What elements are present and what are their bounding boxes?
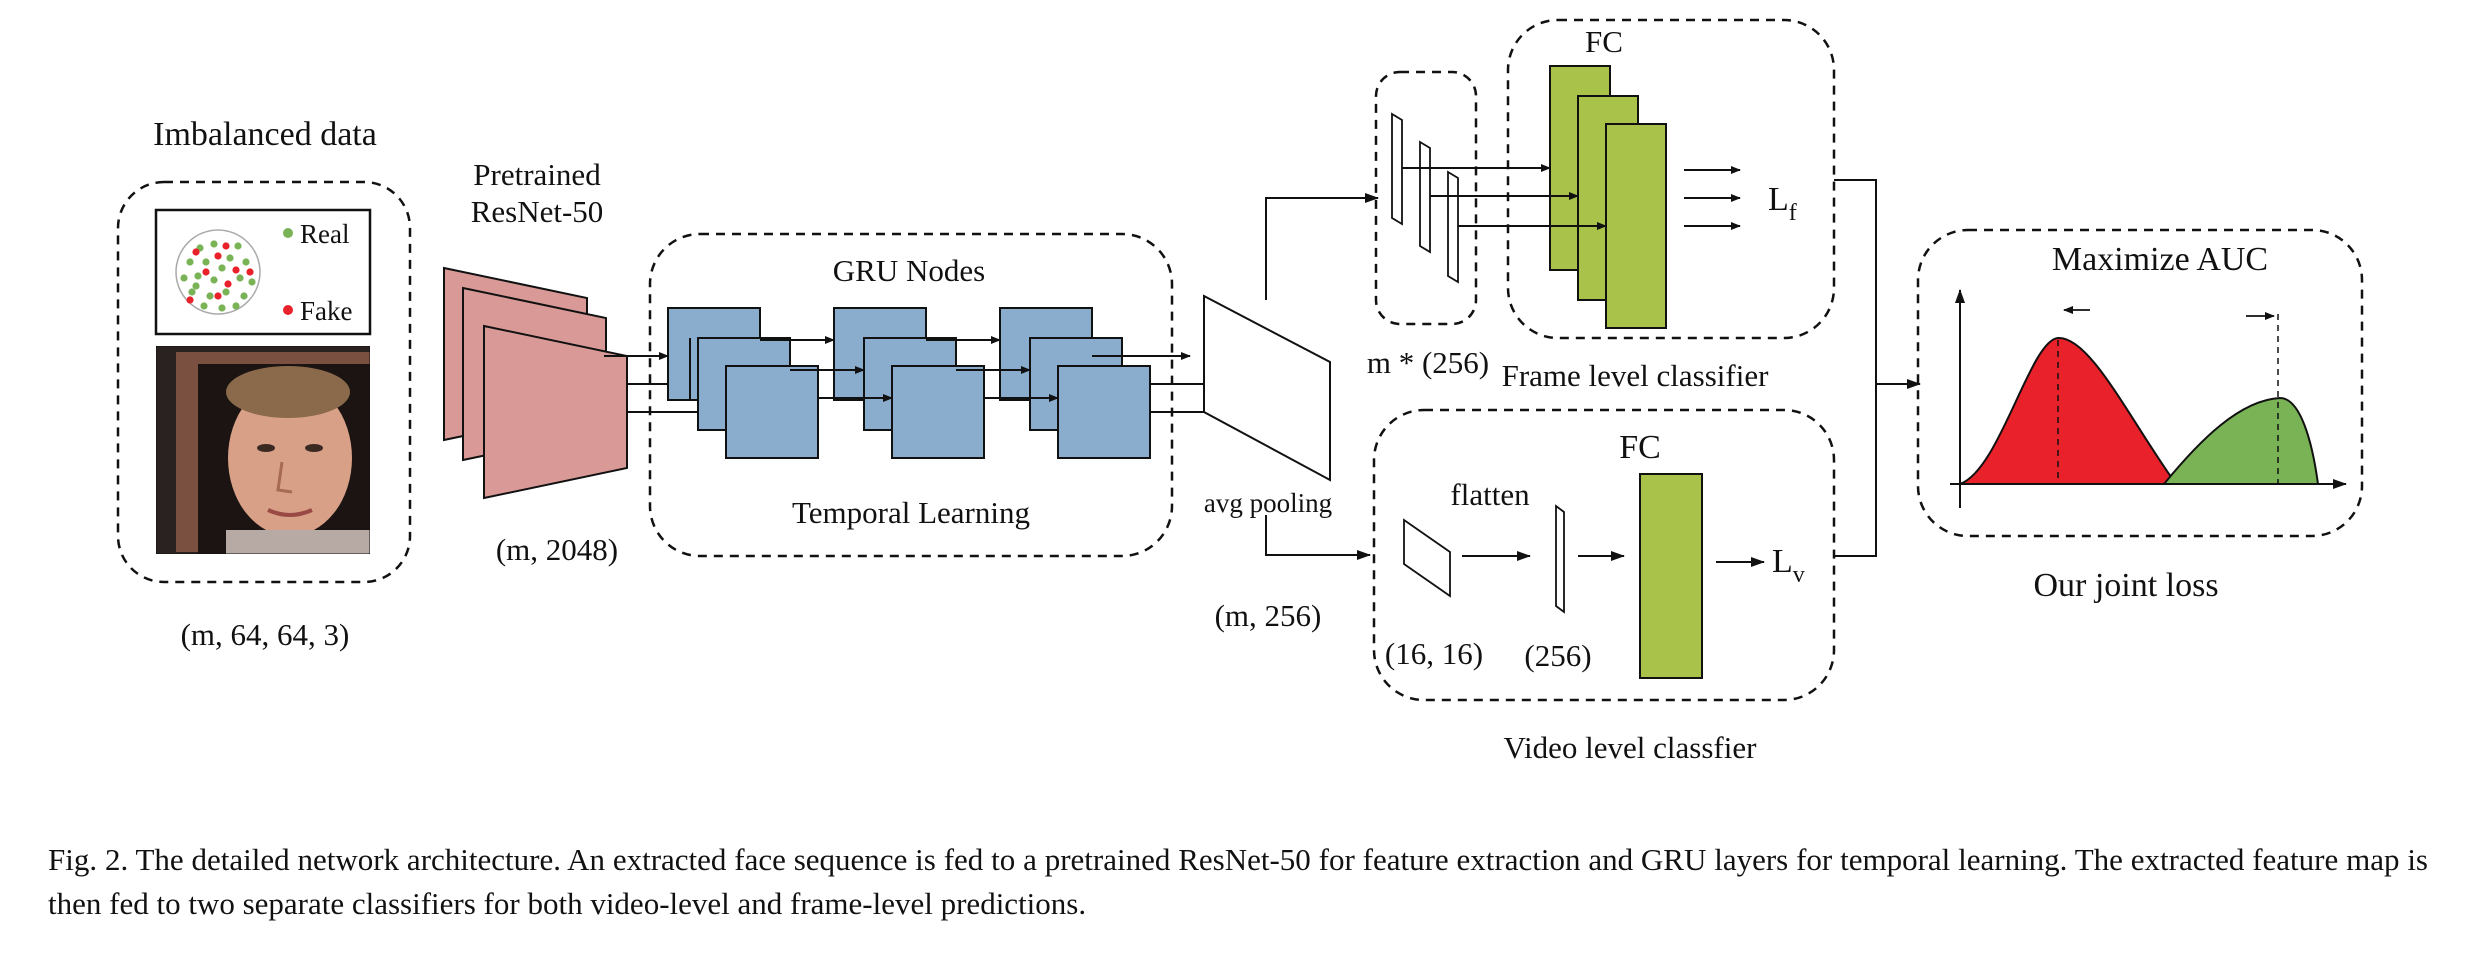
gru-box <box>648 232 1174 558</box>
resnet-section: Pretrained ResNet-50 (m, 2048) <box>443 157 628 567</box>
flatten-label: flatten <box>1450 477 1530 512</box>
legend-real-label: Real <box>300 219 349 249</box>
gru-subtitle: Temporal Learning <box>792 495 1030 530</box>
input-section: Imbalanced data Real Fake <box>116 116 412 652</box>
video-loss-label: Lv <box>1772 543 1805 588</box>
arrow-to-video-branch <box>1265 515 1371 560</box>
loss-subtitle: Our joint loss <box>2033 567 2218 604</box>
loss-section: Maximize AUC Our joint loss <box>1916 228 2364 604</box>
frame-features-box <box>1374 70 1478 326</box>
gru-node-3c <box>1057 365 1151 459</box>
real-distribution-curve <box>2161 396 2320 485</box>
pooling-label: avg pooling <box>1204 488 1332 518</box>
video-shape2-label: (256) <box>1524 638 1591 673</box>
data-legend-box <box>154 208 372 336</box>
gru-section: GRU Nodes Temporal Learning <box>648 232 1174 558</box>
gru-node-1c <box>725 365 819 459</box>
loss-title: Maximize AUC <box>2052 241 2268 278</box>
frame-classifier-title: Frame level classifier <box>1502 358 1770 393</box>
resnet-title-line2: ResNet-50 <box>471 194 604 229</box>
resnet-shape-label: (m, 2048) <box>496 532 618 567</box>
resnet-title-line1: Pretrained <box>473 157 601 192</box>
face-frames-image <box>156 346 370 554</box>
figure-caption: Fig. 2. The detailed network architectur… <box>48 842 2428 921</box>
resnet-block-3 <box>483 324 628 500</box>
video-classifier-title: Video level classfier <box>1504 730 1758 765</box>
pooling-plane <box>1203 294 1331 482</box>
fake-distribution-curve <box>1959 336 2178 485</box>
frame-fc-layer-3 <box>1605 123 1667 329</box>
pooling-section: avg pooling (m, 256) <box>1203 294 1332 633</box>
flatten-vector <box>1555 504 1565 614</box>
data-dot-cluster <box>175 229 261 315</box>
merge-arrows <box>1834 179 1921 557</box>
pooling-shape-label: (m, 256) <box>1215 598 1322 633</box>
gru-title: GRU Nodes <box>833 253 985 288</box>
frame-fc-label: FC <box>1585 24 1623 59</box>
video-branch: flatten FC Lv (16, 16) (256) Video level… <box>1372 408 1836 765</box>
loss-box <box>1916 228 2364 538</box>
legend-fake-label: Fake <box>300 296 353 326</box>
frame-branch: m * (256) FC Lf Frame level classifier <box>1367 18 1836 393</box>
video-fc-label: FC <box>1619 429 1661 466</box>
fake-dot-icon <box>283 305 293 315</box>
input-title: Imbalanced data <box>153 116 377 153</box>
arrow-to-frame-branch <box>1265 193 1379 300</box>
input-shape-label: (m, 64, 64, 3) <box>181 617 350 652</box>
frame-loss-label: Lf <box>1768 181 1797 226</box>
real-dot-icon <box>283 228 293 238</box>
video-shape1-label: (16, 16) <box>1385 636 1483 671</box>
gru-node-2c <box>891 365 985 459</box>
video-fc-layer <box>1639 473 1703 679</box>
feature-map-plane <box>1403 518 1451 598</box>
frame-classifier-box <box>1506 18 1836 340</box>
input-box <box>116 180 412 584</box>
frame-shape-label: m * (256) <box>1367 345 1489 380</box>
